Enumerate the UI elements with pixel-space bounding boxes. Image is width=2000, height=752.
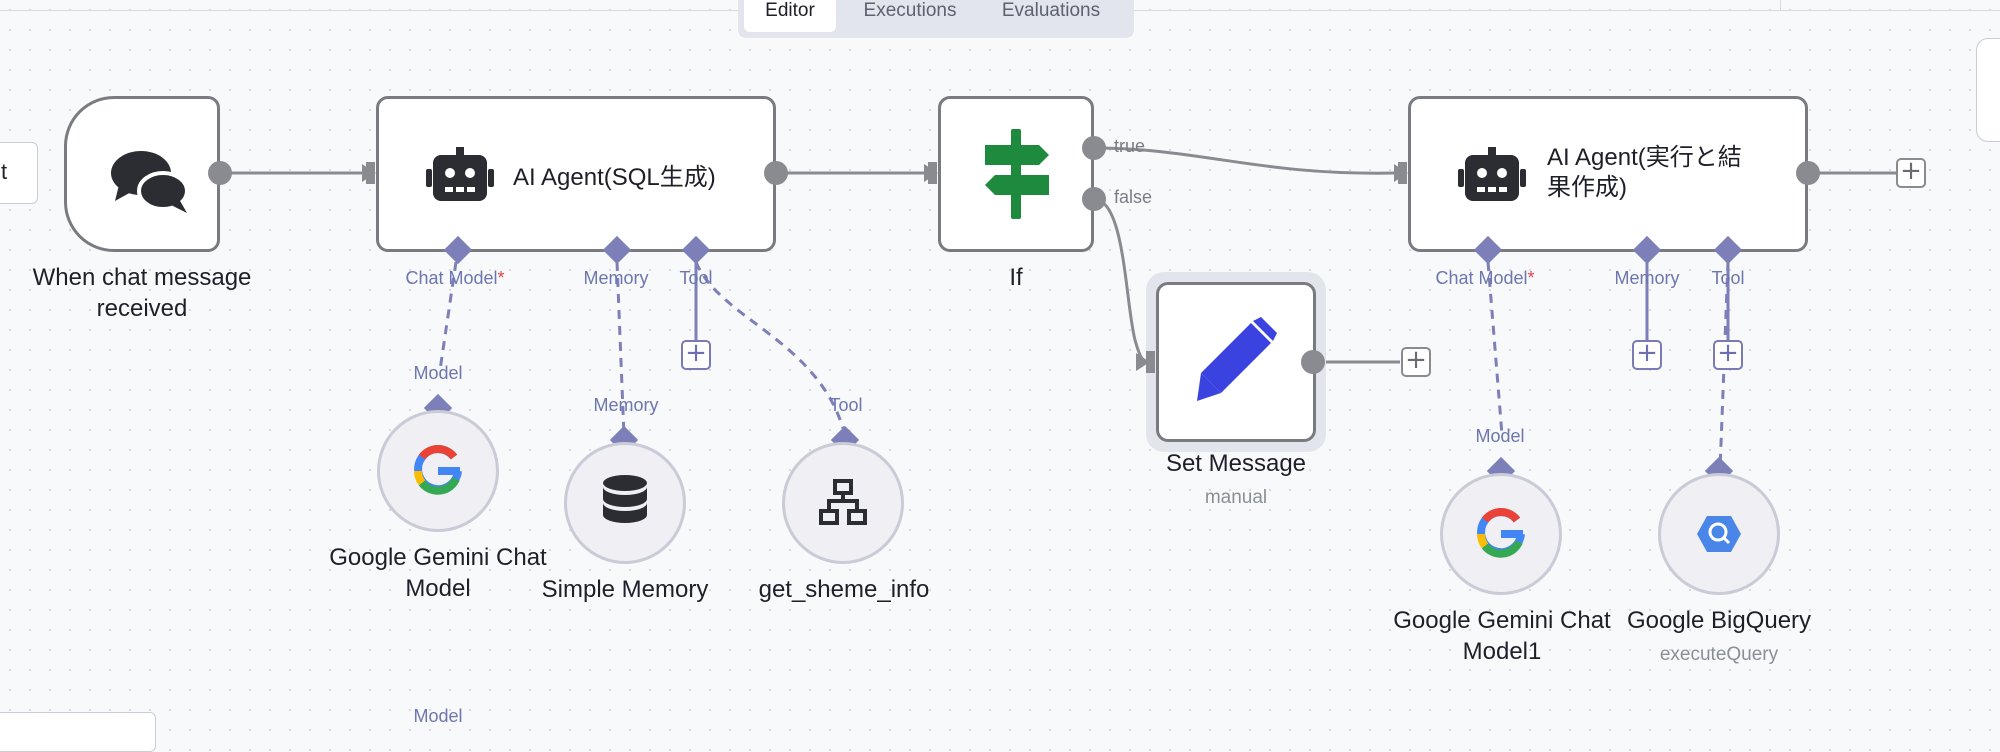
agent2-input-port — [1398, 162, 1407, 184]
pencil-icon — [1197, 317, 1277, 401]
memory-connector-label-2: Memory — [1614, 268, 1680, 288]
model-connector-label: Model — [413, 363, 463, 383]
ai-agent-sql-node[interactable]: AI Agent(SQL生成) — [376, 96, 776, 252]
chat-trigger-node[interactable] — [64, 96, 220, 252]
tab-editor[interactable]: Editor — [744, 0, 836, 32]
right-panel-toggle[interactable] — [1976, 38, 2000, 142]
ai-agent-sql-title: AI Agent(SQL生成) — [513, 164, 716, 191]
ai-agent-exec-title: AI Agent(実行と結果作成) — [1547, 144, 1742, 201]
get-schema-info-label: get_sheme_info — [758, 576, 930, 603]
google-g-icon — [414, 445, 462, 495]
get-schema-info-node[interactable] — [782, 442, 904, 564]
memory-sub-connector-label: Memory — [593, 395, 659, 415]
tool-port-2 — [1713, 235, 1743, 265]
tool-port — [681, 235, 711, 265]
gemini-chat-model-node[interactable] — [377, 410, 499, 532]
trigger-output-port — [208, 161, 232, 185]
agent2-output-port — [1796, 161, 1820, 185]
robot-icon — [426, 147, 494, 201]
chat-model-connector-label: Chat Model* — [405, 268, 505, 288]
if-true-port — [1082, 136, 1106, 160]
if-input-port — [928, 162, 937, 184]
memory-port-2 — [1632, 235, 1662, 265]
true-branch-label: true — [1114, 136, 1146, 156]
model-connector-label-2: Model — [1475, 426, 1525, 446]
memory-port — [602, 235, 632, 265]
google-bigquery-subtitle: executeQuery — [1659, 644, 1779, 665]
left-edge-node[interactable]: t — [0, 142, 38, 204]
chat-model-port-2 — [1473, 235, 1503, 265]
google-bigquery-node[interactable] — [1658, 473, 1780, 595]
tab-executions[interactable]: Executions — [863, 0, 957, 21]
ai-agent-exec-node[interactable]: AI Agent(実行と結果作成) — [1408, 96, 1808, 252]
google-bigquery-label: Google BigQuery — [1626, 607, 1812, 634]
add-after-agent2-button[interactable]: + — [1896, 158, 1926, 188]
chat-model-port — [443, 235, 473, 265]
agent1-output-port — [764, 161, 788, 185]
header-divider — [1780, 0, 1781, 10]
simple-memory-label: Simple Memory — [541, 576, 709, 603]
chat-model-connector-label-2: Chat Model* — [1435, 268, 1535, 288]
tab-evaluations[interactable]: Evaluations — [1001, 0, 1101, 21]
chat-bubbles-icon — [111, 151, 189, 213]
set-message-subtitle: manual — [1204, 487, 1268, 508]
tool-sub-connector-label: Tool — [829, 395, 863, 415]
simple-memory-node[interactable] — [564, 442, 686, 564]
if-false-port — [1082, 187, 1106, 211]
set-message-input-port — [1146, 351, 1155, 373]
agent1-input-port — [366, 162, 375, 184]
add-tool-button-2[interactable]: + — [1713, 340, 1743, 370]
gemini-chat-model1-node[interactable] — [1440, 473, 1562, 595]
if-label: If — [1009, 264, 1023, 291]
bigquery-icon — [1697, 516, 1741, 552]
add-after-set-message-button[interactable]: + — [1401, 347, 1431, 377]
database-icon — [603, 475, 647, 523]
false-branch-label: false — [1114, 187, 1153, 207]
sitemap-icon — [819, 479, 867, 525]
set-message-label: Set Message — [1165, 450, 1307, 477]
add-memory-button[interactable]: + — [1632, 340, 1662, 370]
memory-connector-label: Memory — [583, 268, 649, 288]
left-edge-text: t — [1, 159, 8, 184]
google-g-icon — [1477, 508, 1525, 558]
add-tool-button[interactable]: + — [681, 340, 711, 370]
set-message-output-port — [1301, 350, 1325, 374]
robot-icon — [1458, 147, 1526, 201]
signpost-icon — [985, 129, 1049, 219]
tool-connector-label-2: Tool — [1711, 268, 1745, 288]
if-node[interactable] — [938, 96, 1094, 252]
view-tabs: Editor Executions Evaluations — [738, 0, 1134, 38]
tool-connector-label: Tool — [679, 268, 713, 288]
model-connector-label-lower: Model — [413, 706, 463, 726]
